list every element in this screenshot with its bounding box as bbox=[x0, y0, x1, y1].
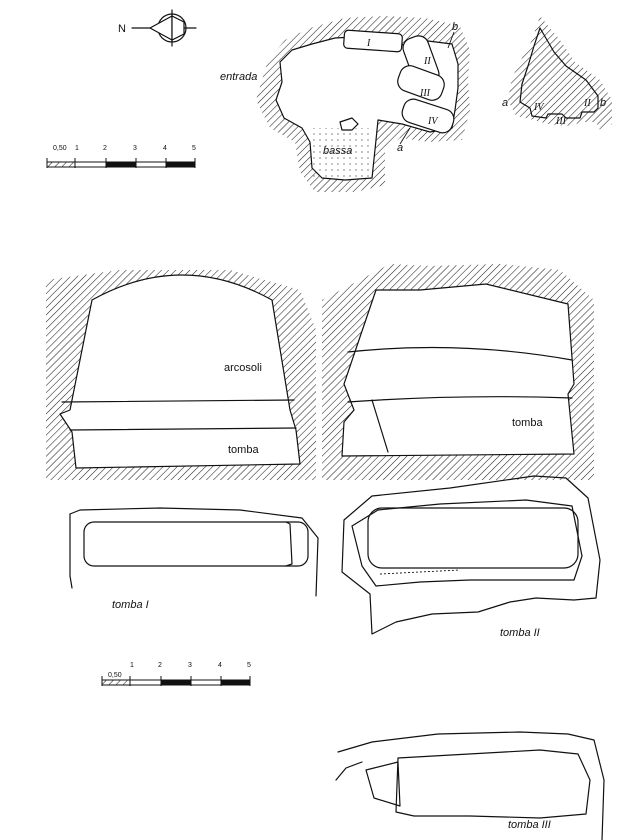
section-inset: a b IV III II bbox=[502, 16, 612, 130]
section-label-b: b bbox=[600, 97, 606, 109]
scale2-label-2: 2 bbox=[158, 662, 162, 669]
tomb-3-plan: tomba III bbox=[335, 731, 605, 840]
scale-label-4: 4 bbox=[163, 145, 167, 152]
cave-plan: I II III IV entrada bassa a b bbox=[220, 16, 470, 192]
tomb-2-plan: tomba II bbox=[341, 475, 601, 639]
label-bassa: bassa bbox=[323, 145, 352, 157]
scale-label-1: 1 bbox=[75, 145, 79, 152]
label-tomba-right: tomba bbox=[512, 417, 543, 429]
elevation-right: tomba bbox=[322, 264, 594, 480]
scale-label-050: 0,50 bbox=[53, 145, 67, 152]
label-tomba-1: tomba I bbox=[112, 599, 149, 611]
scale-bar-bottom: 0,50 1 2 3 4 5 bbox=[101, 662, 251, 686]
scale-label-3: 3 bbox=[133, 145, 137, 152]
scale2-label-5: 5 bbox=[247, 662, 251, 669]
elevation-left: arcosoli tomba bbox=[46, 270, 316, 480]
label-tomba-3: tomba III bbox=[508, 819, 551, 831]
scale2-label-3: 3 bbox=[188, 662, 192, 669]
plan-tomb-numeral-3: III bbox=[419, 88, 431, 99]
section-numeral-3: III bbox=[555, 116, 567, 127]
section-numeral-4: IV bbox=[533, 102, 545, 113]
plan-tomb-numeral-2: II bbox=[423, 56, 431, 67]
label-tomba-left: tomba bbox=[228, 444, 259, 456]
scale2-label-1: 1 bbox=[130, 662, 134, 669]
plan-label-b: b bbox=[452, 21, 458, 33]
scale-bar-top: 0,50 1 2 3 4 5 bbox=[46, 145, 196, 168]
scale2-label-4: 4 bbox=[218, 662, 222, 669]
plan-label-a: a bbox=[397, 142, 403, 154]
label-tomba-2: tomba II bbox=[500, 627, 540, 639]
scale2-label-050: 0,50 bbox=[108, 672, 122, 679]
tomb-1-plan: tomba I bbox=[69, 507, 319, 611]
scale-label-5: 5 bbox=[192, 145, 196, 152]
plan-tomb-numeral-4: IV bbox=[427, 116, 439, 127]
section-label-a: a bbox=[502, 97, 508, 109]
north-arrow-icon: N bbox=[118, 9, 197, 47]
scale-label-2: 2 bbox=[103, 145, 107, 152]
section-numeral-2: II bbox=[583, 98, 591, 109]
plan-tomb-numeral-1: I bbox=[366, 38, 371, 49]
label-arcosoli: arcosoli bbox=[224, 362, 262, 374]
label-entrada: entrada bbox=[220, 71, 257, 83]
north-label: N bbox=[118, 23, 126, 35]
